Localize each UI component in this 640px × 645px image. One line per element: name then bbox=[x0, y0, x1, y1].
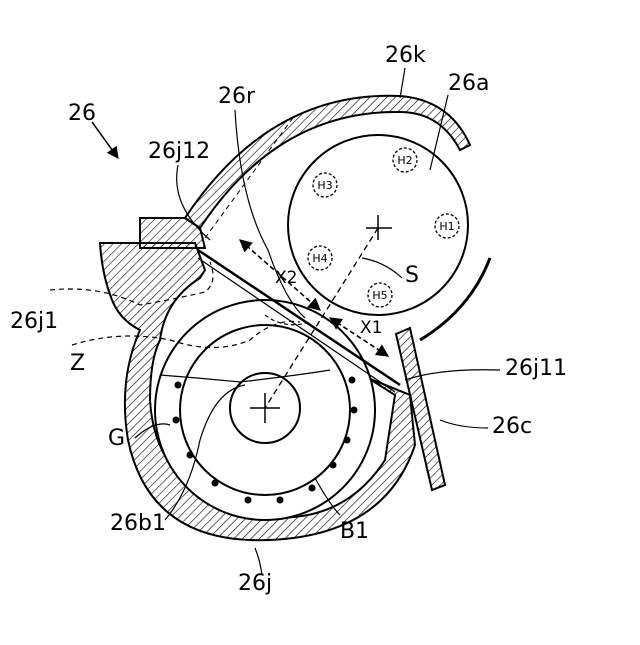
label-x1: X1 bbox=[360, 318, 382, 338]
svg-text:H2: H2 bbox=[397, 154, 412, 167]
assembly-arrow bbox=[92, 122, 118, 158]
svg-text:H5: H5 bbox=[372, 289, 387, 302]
label-x2: X2 bbox=[275, 268, 297, 288]
label-26b1: 26b1 bbox=[110, 511, 166, 536]
label-g: G bbox=[108, 426, 125, 451]
svg-text:H4: H4 bbox=[312, 252, 327, 265]
label-26k: 26k bbox=[385, 43, 426, 68]
label-26j11: 26j11 bbox=[505, 356, 567, 381]
label-b1: B1 bbox=[340, 519, 369, 544]
label-26c: 26c bbox=[492, 414, 532, 439]
svg-text:H1: H1 bbox=[439, 220, 454, 233]
leader-26k bbox=[400, 68, 405, 98]
label-26a: 26a bbox=[448, 71, 489, 96]
svg-text:H3: H3 bbox=[317, 179, 332, 192]
label-26r: 26r bbox=[218, 84, 256, 109]
label-s: S bbox=[405, 263, 419, 288]
curve-26c bbox=[440, 420, 488, 428]
label-26: 26 bbox=[68, 101, 96, 126]
label-z: Z bbox=[70, 351, 85, 376]
label-26j12: 26j12 bbox=[148, 139, 210, 164]
label-26j: 26j bbox=[238, 571, 272, 596]
label-26j1: 26j1 bbox=[10, 309, 58, 334]
